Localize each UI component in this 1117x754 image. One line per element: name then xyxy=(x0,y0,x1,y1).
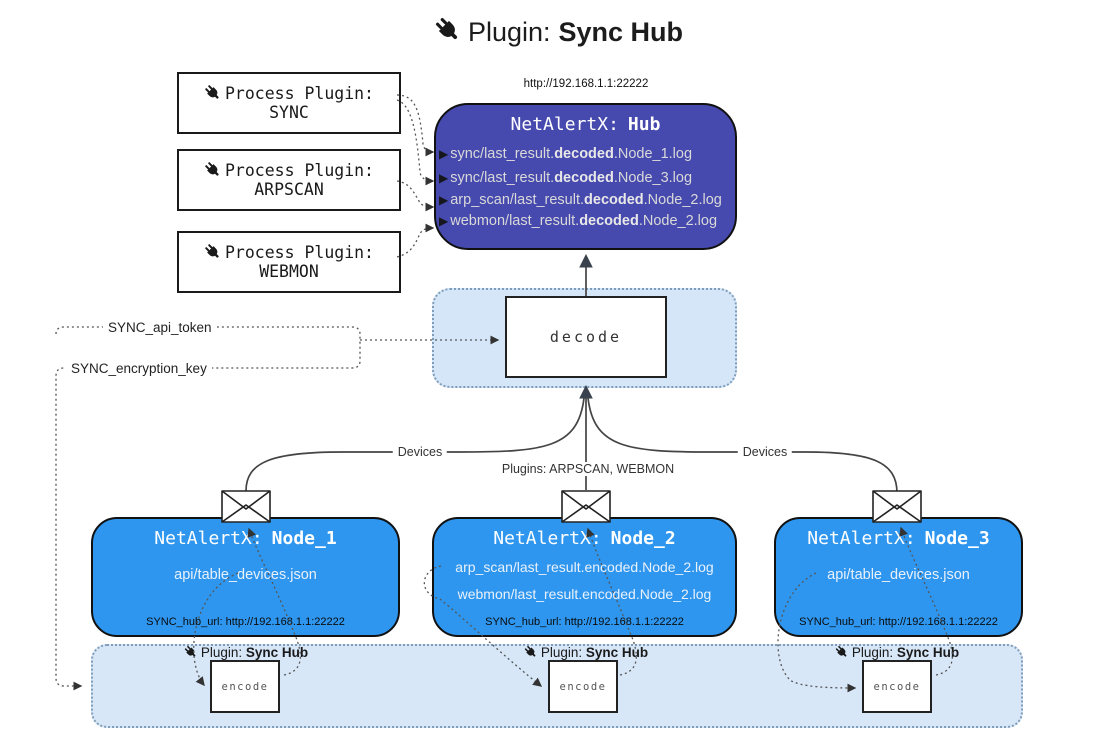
node-hub-url: SYNC_hub_url: http://192.168.1.1:22222 xyxy=(146,616,345,628)
log-post: .Node_2.log xyxy=(638,213,718,229)
hub-log-row: ▶sync/last_result.decoded.Node_1.log xyxy=(436,142,735,166)
process-plugin-label: Process Plugin: xyxy=(224,161,374,180)
node-title: NetAlertX: Node_1 xyxy=(93,528,398,549)
row-arrow-icon: ▶ xyxy=(439,171,449,185)
band-plugin-name: Sync Hub xyxy=(896,645,960,660)
hub-box: NetAlertX:Hub ▶sync/last_result.decoded.… xyxy=(434,103,737,250)
band-plugin-prefix: Plugin: xyxy=(540,645,583,660)
edge-label-devices-right: Devices xyxy=(737,445,793,459)
node-title: NetAlertX: Node_2 xyxy=(434,528,735,549)
node-box-node1: NetAlertX:Node_1 api/table_devices.json … xyxy=(91,517,400,637)
node-hub-url: SYNC_hub_url: http://192.168.1.1:22222 xyxy=(799,616,998,628)
row-arrow-icon: ▶ xyxy=(439,214,449,228)
node-file-line: api/table_devices.json xyxy=(174,567,317,583)
band-plugin-label: Plugin: Sync Hub xyxy=(184,645,308,660)
node-title-prefix: NetAlertX: xyxy=(493,528,602,549)
title-name: Sync Hub xyxy=(558,17,684,47)
encode-box: encode xyxy=(210,660,280,713)
edge-arpscan-plugin-to-hub-row3 xyxy=(396,180,435,212)
log-post: .Node_2.log xyxy=(643,192,722,208)
process-plugin-box-sync: Process Plugin: SYNC xyxy=(177,72,401,134)
band-plugin-prefix: Plugin: xyxy=(200,645,243,660)
plug-icon xyxy=(184,645,199,660)
edge-label-plugins: Plugins: ARPSCAN, WEBMON xyxy=(496,462,680,476)
hub-log-row: ▶arp_scan/last_result.decoded.Node_2.log xyxy=(436,190,735,211)
node-file-line: webmon/last_result.encoded.Node_2.log xyxy=(457,586,712,602)
node-box-node3: NetAlertX:Node_3 api/table_devices.json … xyxy=(774,517,1023,637)
node-file-line: arp_scan/last_result.encoded.Node_2.log xyxy=(455,559,714,575)
decode-box: decode xyxy=(505,296,667,378)
hub-title-name: Hub xyxy=(627,114,661,135)
process-plugin-box-webmon: Process Plugin: WEBMON xyxy=(177,231,401,293)
node-title-name: Node_1 xyxy=(271,528,337,549)
process-plugin-label: Process Plugin: xyxy=(224,243,374,262)
band-plugin-label: Plugin: Sync Hub xyxy=(524,645,648,660)
node-title-name: Node_3 xyxy=(924,528,990,549)
node-title: NetAlertX: Node_3 xyxy=(776,528,1021,549)
log-pre: sync/last_result. xyxy=(450,146,555,162)
plug-icon xyxy=(204,243,223,262)
node-box-node2: NetAlertX: Node_2 arp_scan/last_result.en… xyxy=(432,517,737,637)
log-bold: decoded xyxy=(579,213,639,229)
row-arrow-icon: ▶ xyxy=(439,193,449,207)
encode-box: encode xyxy=(548,660,618,713)
process-plugin-label: Process Plugin: xyxy=(224,84,374,103)
row-arrow-icon: ▶ xyxy=(439,147,449,161)
hub-log-row: ▶sync/last_result.decoded.Node_3.log xyxy=(436,166,735,190)
edge-sync-plugin-to-hub-row1 xyxy=(396,94,435,157)
log-post: .Node_3.log xyxy=(613,170,693,186)
band-plugin-label: Plugin: Sync Hub xyxy=(835,645,959,660)
plug-icon xyxy=(434,16,464,46)
band-plugin-prefix: Plugin: xyxy=(851,645,894,660)
encode-box: encode xyxy=(862,660,932,713)
edge-webmon-plugin-to-hub-row4 xyxy=(396,223,435,258)
log-pre: sync/last_result. xyxy=(450,170,555,186)
process-plugin-name: WEBMON xyxy=(259,262,319,281)
plug-icon xyxy=(524,645,539,660)
process-plugin-name: SYNC xyxy=(269,103,309,122)
hub-log-row: ▶webmon/last_result.decoded.Node_2.log xyxy=(436,211,735,232)
hub-title-prefix: NetAlertX: xyxy=(510,114,619,135)
process-plugin-box-arpscan: Process Plugin: ARPSCAN xyxy=(177,149,401,211)
page-title: Plugin:Sync Hub xyxy=(0,16,1117,48)
plug-icon xyxy=(835,645,850,660)
log-pre: webmon/last_result. xyxy=(450,213,580,229)
edge-sync-plugin-to-hub-row2 xyxy=(396,99,435,186)
sync-api-token-label: SYNC_api_token xyxy=(103,320,217,335)
process-plugin-name: ARPSCAN xyxy=(254,180,324,199)
log-bold: decoded xyxy=(554,170,614,186)
sync-encryption-key-label: SYNC_encryption_key xyxy=(66,361,212,376)
hub-url: http://192.168.1.1:22222 xyxy=(523,78,649,90)
edge-label-devices-left: Devices xyxy=(392,445,448,459)
band-plugin-name: Sync Hub xyxy=(585,645,649,660)
log-post: .Node_1.log xyxy=(613,146,693,162)
node-file-line: api/table_devices.json xyxy=(827,567,970,583)
plug-icon xyxy=(204,161,223,180)
plug-icon xyxy=(204,84,223,103)
title-label: Plugin: xyxy=(467,17,551,47)
log-bold: decoded xyxy=(554,146,614,162)
node-hub-url: SYNC_hub_url: http://192.168.1.1:22222 xyxy=(485,616,684,628)
log-bold: decoded xyxy=(584,192,644,208)
node-title-prefix: NetAlertX: xyxy=(807,528,916,549)
hub-title: NetAlertX: Hub xyxy=(436,114,735,135)
log-pre: arp_scan/last_result. xyxy=(450,192,585,208)
node-title-name: Node_2 xyxy=(610,528,676,549)
node-title-prefix: NetAlertX: xyxy=(154,528,263,549)
band-plugin-name: Sync Hub xyxy=(245,645,309,660)
